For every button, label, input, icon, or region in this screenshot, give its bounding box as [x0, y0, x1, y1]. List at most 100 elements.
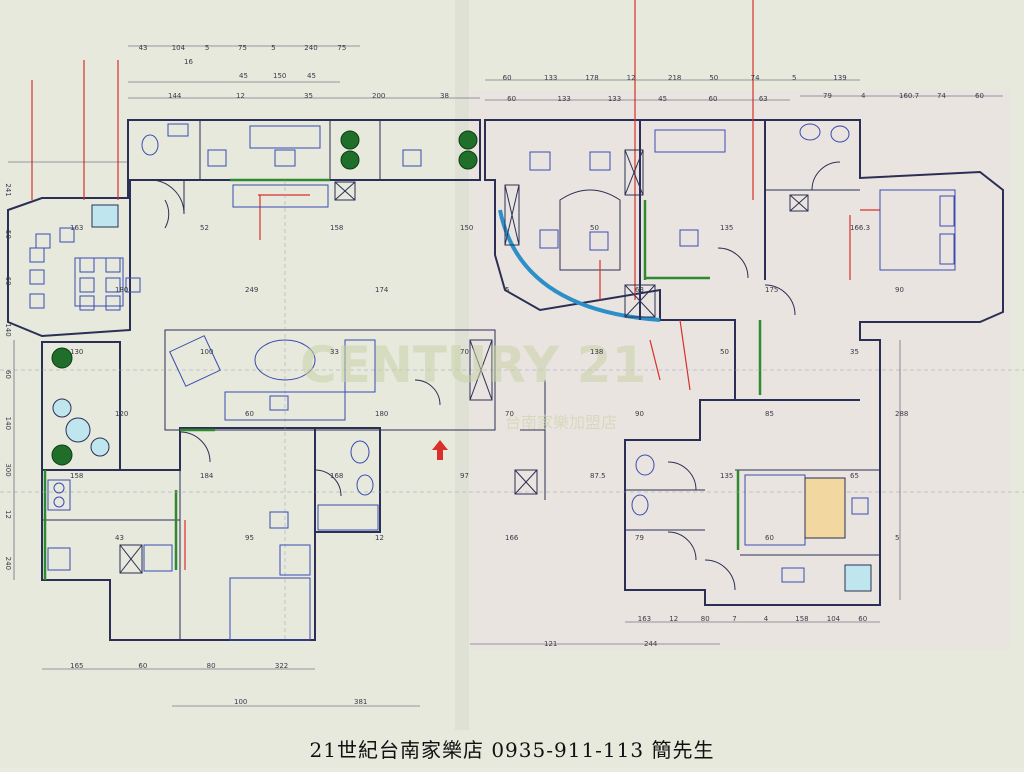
paper-fold-shade [455, 0, 469, 730]
sofa [224, 391, 346, 421]
toilet-icon [141, 134, 159, 156]
dimension-label: 63 [759, 95, 768, 103]
dimension-label: 200 [372, 92, 385, 100]
plant-icon [51, 347, 73, 369]
dimension-label: 5 [792, 74, 796, 82]
dimension-label: 60 [503, 74, 512, 82]
dimension-label: 144 [168, 92, 182, 100]
dimension-label: 65 [850, 472, 859, 480]
bathtub-icon [249, 125, 321, 149]
dimension-label: 33 [330, 348, 339, 356]
dimension-label: 75 [337, 44, 346, 52]
dimension-label: 166 [505, 534, 519, 542]
dimension-label: 135 [720, 472, 733, 480]
door-swing [717, 247, 749, 279]
dimension-label: 7 [732, 615, 736, 623]
dimension-label: 43 [139, 44, 148, 52]
dimension-label: 240 [304, 44, 317, 52]
red-annotation [679, 319, 691, 391]
dimension-label: 12 [236, 92, 245, 100]
dimension-label: 135 [720, 224, 733, 232]
red-annotation [649, 339, 661, 381]
door-swing [149, 179, 185, 215]
dimension-label: 241 [4, 183, 12, 196]
dimension-label: 300 [4, 463, 12, 476]
dimension-label: 249 [245, 286, 258, 294]
dimension-label: 381 [354, 698, 367, 706]
dimension-label: 50 [4, 230, 12, 239]
dimension-label: 45 [658, 95, 667, 103]
toilet-icon [350, 440, 370, 464]
door-swing [667, 531, 697, 561]
dimension-label: 163 [638, 615, 651, 623]
coffee-table [254, 339, 316, 381]
desk-icon [654, 129, 726, 153]
dining-chairs [29, 227, 141, 311]
dimension-label: 12 [4, 510, 12, 519]
dimension-label: 165 [70, 662, 83, 670]
dimension-label: 158 [330, 224, 343, 232]
pillow [939, 195, 955, 227]
door-swing [667, 461, 697, 491]
dimension-label: 50 [709, 74, 718, 82]
door-swing [811, 161, 841, 191]
dimension-label: 12 [669, 615, 678, 623]
bed-icon [879, 189, 956, 271]
dimension-label: 121 [544, 640, 557, 648]
toilet-icon [830, 125, 850, 143]
dimension-label: 50 [590, 224, 599, 232]
round-chair [90, 437, 110, 457]
right-complex-outline [484, 119, 1004, 606]
dimension-label: 60 [4, 370, 12, 379]
dimension-label: 288 [895, 410, 908, 418]
door-swing [314, 469, 342, 497]
sink-icon [631, 494, 649, 516]
dimension-label: 63 [635, 286, 644, 294]
sink-icon [356, 474, 374, 496]
dimension-label: 79 [823, 92, 832, 100]
plant-icon [340, 130, 360, 150]
dimension-label: 87.5 [590, 472, 606, 480]
dining-table [74, 257, 124, 307]
dimension-label: 150 [273, 72, 286, 80]
fridge-icon [143, 544, 173, 572]
dimension-label: 4 [764, 615, 769, 623]
dimension-label: 38 [440, 92, 449, 100]
agent-contact-caption: 21世紀台南家樂店 0935-911-113 簡先生 [309, 738, 715, 762]
chair-icon [589, 151, 611, 171]
chair-icon [269, 511, 289, 529]
dimension-label: 35 [850, 348, 859, 356]
burner [53, 496, 65, 508]
dimension-label: 166.3 [850, 224, 870, 232]
armchair [169, 335, 221, 387]
shower-icon [317, 504, 379, 531]
chair-icon [274, 149, 296, 167]
branch-watermark: 台南家樂加盟店 [505, 413, 617, 432]
round-chair [52, 398, 72, 418]
toilet-icon [635, 454, 655, 476]
chair-icon [851, 497, 869, 515]
center-bath-outline [314, 427, 381, 533]
dimension-label: 80 [701, 615, 710, 623]
counter [47, 547, 71, 571]
sofa-cushion [269, 395, 289, 411]
duct-markers [119, 149, 809, 574]
dimension-label: 16 [184, 58, 193, 66]
dimension-label: 90 [635, 410, 644, 418]
dimension-label: 158 [795, 615, 808, 623]
door-swing [164, 199, 170, 229]
dimension-label: 104 [827, 615, 841, 623]
dimension-label: 60 [138, 662, 147, 670]
cabinet [781, 567, 805, 583]
dimension-label: 80 [207, 662, 216, 670]
curved-bay-window-inner [559, 189, 621, 271]
dimension-label: 5 [895, 534, 899, 542]
armchair [344, 339, 376, 393]
sink-icon [167, 123, 189, 137]
door-swing [704, 559, 736, 591]
dimension-label: 60 [507, 95, 516, 103]
century21-watermark: CENTURY 21 [300, 336, 646, 394]
sink-icon [799, 123, 821, 141]
